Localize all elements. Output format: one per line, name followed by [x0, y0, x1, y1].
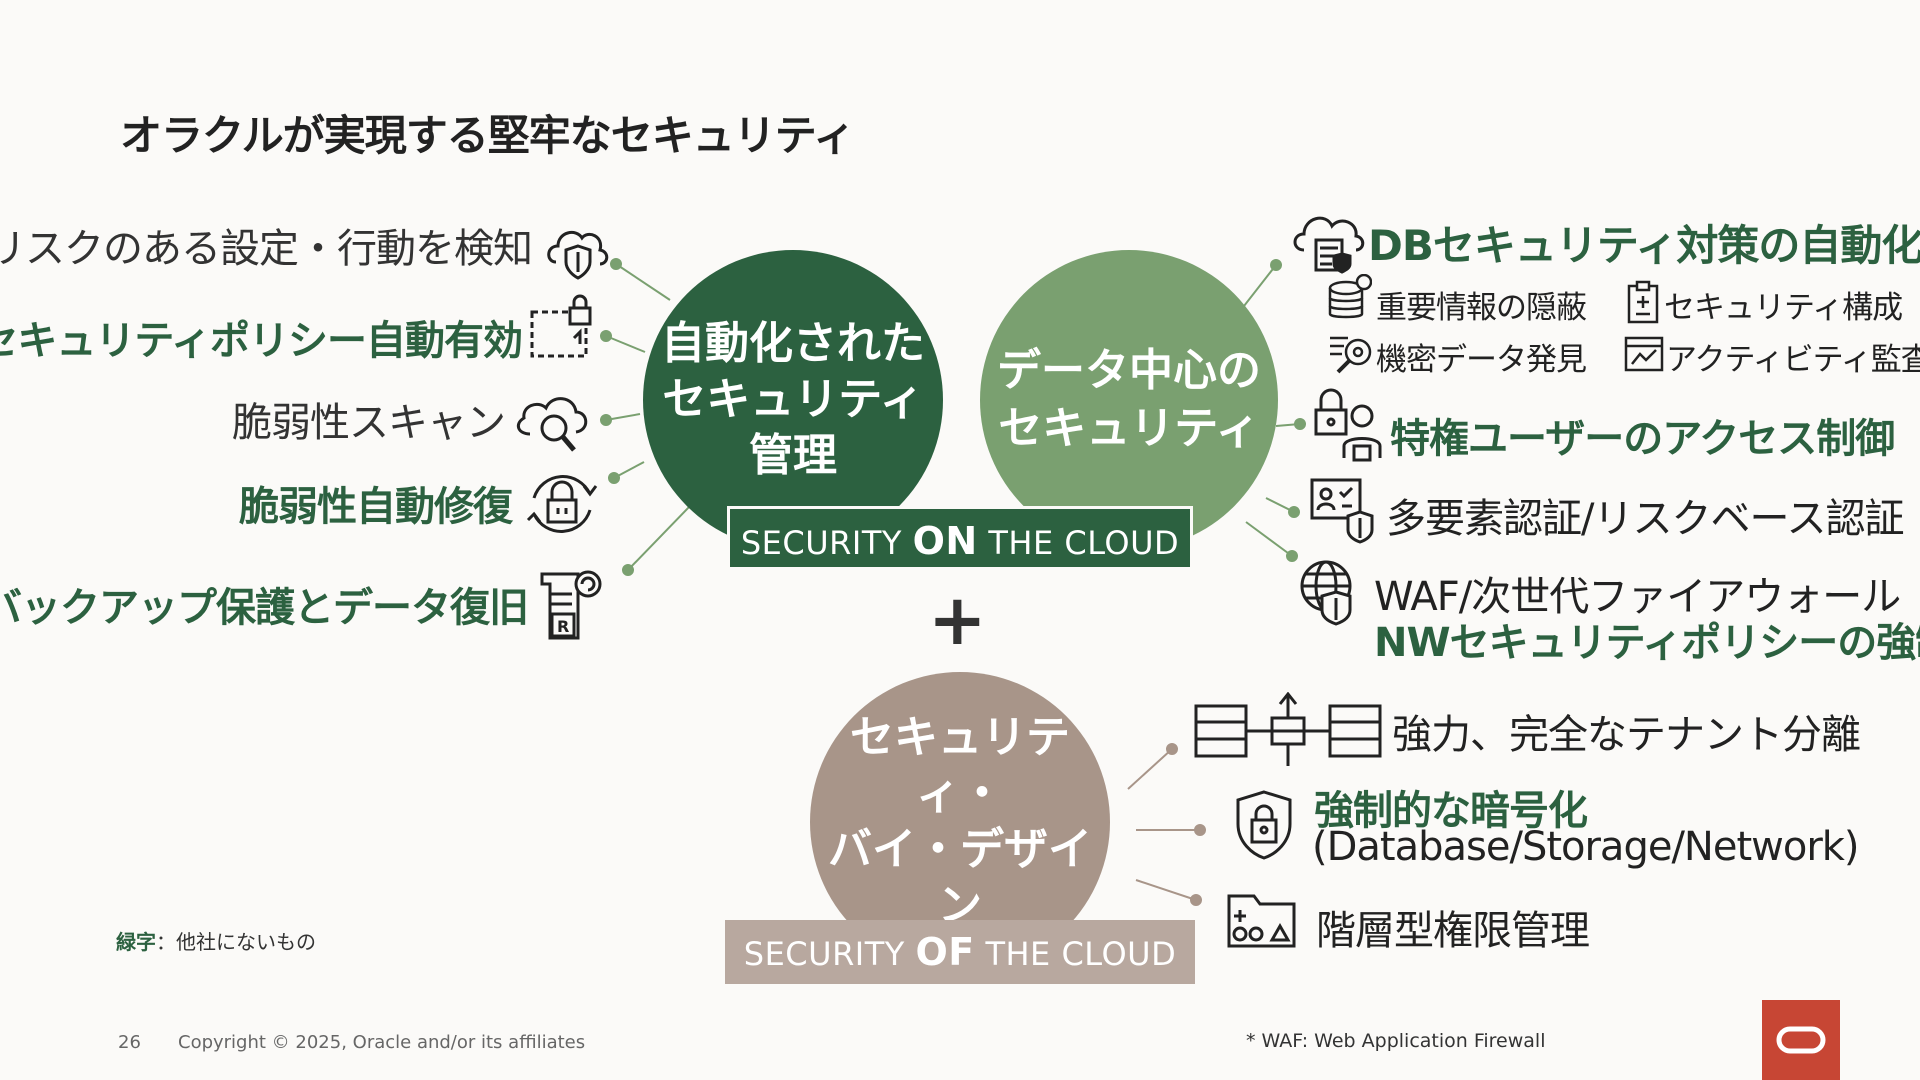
footnote-waf: * WAF: Web Application Firewall [1246, 1030, 1546, 1052]
circle-data-centric: データ中心の セキュリティ [980, 250, 1278, 550]
circle-design-line1: セキュリティ・ [850, 712, 1070, 819]
oracle-logo-icon [1776, 1026, 1826, 1054]
left-item-risk-detection: リスクのある設定・行動を検知 [0, 226, 533, 272]
cloud-magnifier-icon [510, 384, 594, 456]
circle-data-line2: セキュリティ [998, 403, 1260, 454]
banner-of-suffix: THE CLOUD [974, 935, 1177, 973]
circle-automated-security: 自動化された セキュリティ 管理 [643, 250, 943, 550]
right-item-encryption: 強制的な暗号化 [1314, 788, 1588, 834]
lock-encryption-icon [1234, 788, 1294, 862]
left-item-backup: バックアップ保護とデータ復旧 [0, 585, 529, 631]
sub-item-sensitive-data-discovery: 機密データ発見 [1376, 342, 1587, 378]
activity-chart-icon [1624, 334, 1664, 374]
lock-cycle-icon [520, 464, 604, 544]
right-item-waf: WAF/次世代ファイアウォール [1374, 574, 1901, 620]
right-heading-db-automation: DBセキュリティ対策の自動化 [1368, 221, 1920, 270]
sub-item-data-masking: 重要情報の隠蔽 [1376, 290, 1587, 326]
cloud-database-shield-icon [1290, 206, 1366, 274]
right-item-encryption-scope: (Database/Storage/Network) [1312, 824, 1860, 870]
mfa-shield-icon [1308, 476, 1380, 546]
circle-automated-line2: セキュリティ [662, 374, 924, 425]
folder-hierarchy-icon [1226, 888, 1298, 950]
privileged-user-lock-icon [1312, 386, 1388, 466]
oracle-logo [1762, 1000, 1840, 1080]
lock-frame-icon [528, 292, 600, 364]
banner-security-on-the-cloud: SECURITY ON THE CLOUD [727, 506, 1193, 570]
legend: 緑字：他社にないもの [116, 926, 316, 955]
sub-item-activity-audit: アクティビティ監査 [1666, 342, 1920, 378]
circle-automated-line1: 自動化された [661, 318, 925, 369]
banner-on-prefix: SECURITY [740, 524, 913, 562]
right-item-tenant-isolation: 強力、完全なテナント分離 [1392, 712, 1861, 758]
page-title: オラクルが実現する堅牢なセキュリティ [120, 111, 855, 160]
banner-of-prefix: SECURITY [743, 935, 916, 973]
banner-of-keyword: OF [915, 930, 975, 974]
legend-key: 緑字 [116, 930, 156, 954]
circle-design-line2: バイ・デザイン [828, 824, 1092, 931]
banner-security-of-the-cloud: SECURITY OF THE CLOUD [725, 920, 1195, 984]
circle-automated-line3: 管理 [749, 430, 837, 481]
data-discovery-icon [1328, 330, 1376, 376]
clipboard-config-icon [1626, 280, 1660, 324]
cloud-shield-icon [542, 216, 614, 288]
plus-sign: + [928, 579, 987, 661]
banner-on-suffix: THE CLOUD [977, 524, 1180, 562]
right-item-privileged-access: 特権ユーザーのアクセス制御 [1390, 416, 1895, 462]
tenant-isolation-icon [1194, 692, 1384, 768]
left-item-vuln-scan: 脆弱性スキャン [232, 400, 506, 446]
sub-item-security-config: セキュリティ構成 [1664, 290, 1903, 326]
right-item-mfa: 多要素認証/リスクベース認証 [1386, 496, 1904, 542]
backup-restore-icon: R [536, 564, 608, 644]
copyright: Copyright © 2025, Oracle and/or its affi… [178, 1032, 586, 1053]
right-item-nw-policy: NWセキュリティポリシーの強制 [1374, 620, 1920, 666]
database-lock-icon [1326, 274, 1372, 324]
globe-firewall-shield-icon [1296, 558, 1368, 628]
page-number: 26 [118, 1032, 141, 1053]
left-item-auto-policy: セキュリティポリシー自動有効 [0, 318, 523, 364]
legend-text: ：他社にないもの [156, 930, 316, 954]
circle-data-line1: データ中心の [997, 345, 1261, 396]
svg-text:R: R [557, 617, 569, 636]
left-item-auto-remediation: 脆弱性自動修復 [239, 484, 513, 530]
banner-on-keyword: ON [912, 519, 978, 563]
right-item-hierarchical-permissions: 階層型権限管理 [1316, 908, 1590, 954]
